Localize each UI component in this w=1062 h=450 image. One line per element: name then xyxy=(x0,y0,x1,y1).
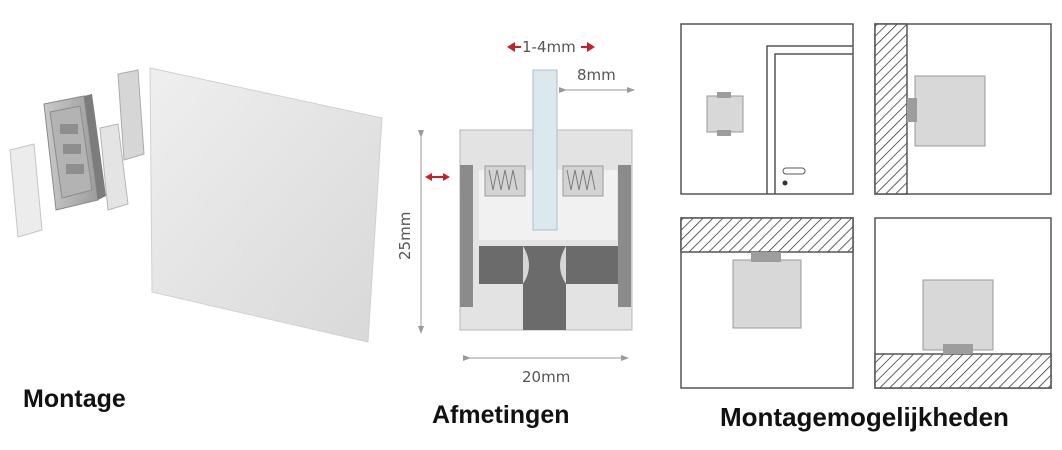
glass-pane xyxy=(532,69,558,231)
glass-panel xyxy=(149,67,383,343)
clip-strip xyxy=(117,69,145,161)
height-label: 25mm xyxy=(396,212,414,260)
cover-plate xyxy=(99,123,129,211)
montage-illustration xyxy=(9,67,383,343)
side-arrow xyxy=(425,173,450,181)
option-floor xyxy=(874,217,1052,389)
option-side-wall xyxy=(874,23,1052,195)
spring-left xyxy=(484,165,526,197)
caption-montagemogelijkheden: Montagemogelijkheden xyxy=(720,402,1009,432)
caption-montage: Montage xyxy=(23,385,126,413)
side-label: 8mm xyxy=(577,66,616,84)
spring-right xyxy=(562,165,604,197)
clamp-body xyxy=(43,94,106,211)
mounting-options xyxy=(680,23,1052,389)
option-ceiling xyxy=(680,217,854,389)
dark-lower-block xyxy=(479,246,623,330)
end-cap-left xyxy=(9,143,43,238)
width-label: 20mm xyxy=(522,368,570,386)
dimensions-drawing: 1-4mm 8mm 25mm 20mm xyxy=(396,38,635,386)
gap-arrow xyxy=(507,42,595,52)
gap-label: 1-4mm xyxy=(522,38,576,56)
option-door-frame xyxy=(680,23,854,195)
caption-afmetingen: Afmetingen xyxy=(432,401,570,429)
